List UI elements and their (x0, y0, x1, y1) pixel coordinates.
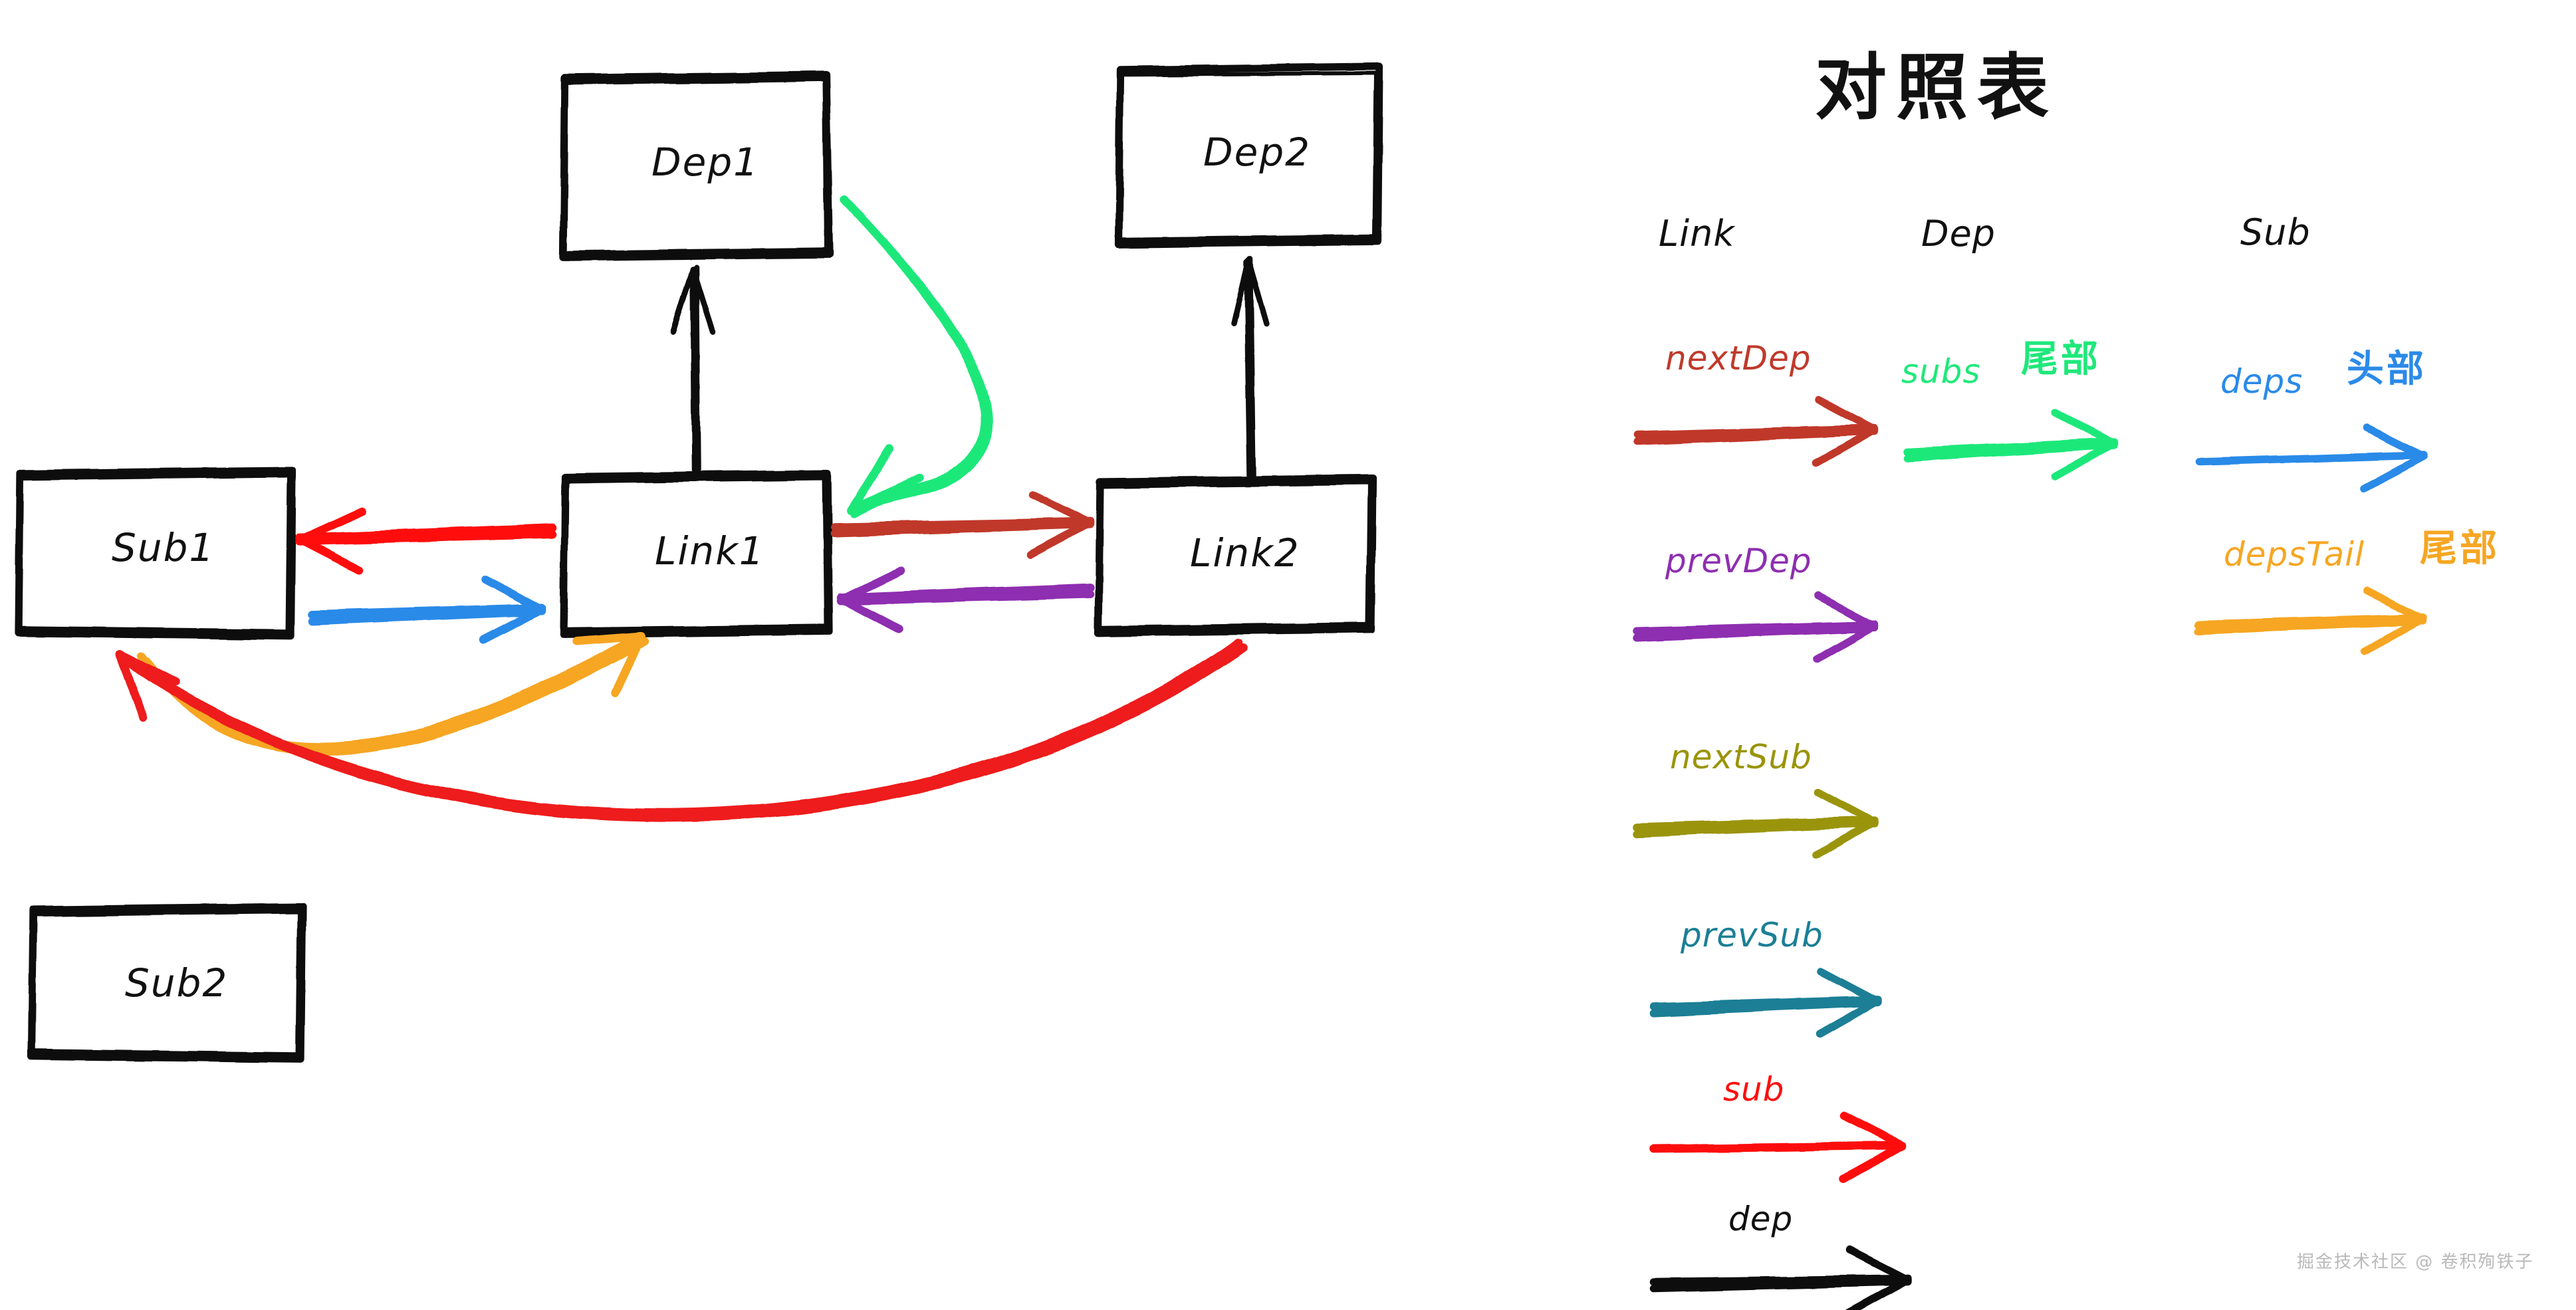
legend-arrow-nextdep (1633, 396, 1879, 467)
node-label-link1: Link1 (655, 528, 765, 574)
legend-note-deps: 头部 (2347, 348, 2426, 391)
legend-header-sub: Sub (2240, 211, 2311, 253)
legend-arrow-prevsub (1649, 967, 1882, 1039)
node-label-dep1: Dep1 (651, 140, 760, 185)
legend-note-depstail: 尾部 (2420, 527, 2500, 570)
legend-arrow-depstail (2193, 587, 2427, 655)
edge-subs-dep1-link1 (840, 195, 993, 518)
legend-label-prevdep: prevDep (1665, 542, 1812, 580)
node-sub2-box (27, 903, 306, 1063)
page-title: 对照表 (1815, 47, 2059, 130)
legend-label-prevsub: prevSub (1681, 916, 1823, 954)
legend-arrow-sub (1649, 1111, 1907, 1183)
edge-nextdep-link1-link2 (830, 491, 1094, 559)
edge-deps-sub1-link1 (308, 575, 546, 644)
legend-header-dep: Dep (1921, 213, 1996, 255)
legend-label-deps: deps (2220, 362, 2303, 401)
legend-label-nextsub: nextSub (1670, 738, 1812, 776)
edge-dep-link2-dep2 (1230, 256, 1270, 478)
legend-arrow-nextsub (1633, 788, 1879, 859)
node-link2-box (1094, 474, 1377, 637)
edge-sub-link2-sub1 (115, 638, 1248, 822)
legend-arrow-dep (1649, 1246, 1912, 1310)
node-sub1-box (14, 466, 296, 640)
edge-sub-link1-sub1 (294, 507, 556, 574)
legend-arrow-subs (1904, 409, 2118, 481)
edge-depstail-sub1-link1 (137, 631, 649, 756)
legend-note-subs: 尾部 (2021, 338, 2101, 381)
watermark: 掘金技术社区 @ 卷积殉铁子 (2297, 1252, 2534, 1272)
node-label-sub2: Sub2 (125, 960, 229, 1006)
legend-label-depstail: depsTail (2224, 535, 2365, 574)
node-dep2-box (1114, 62, 1383, 248)
node-link1-box (559, 469, 834, 638)
legend-arrow-deps (2196, 424, 2427, 492)
edge-prevdep-link2-link1 (836, 567, 1095, 634)
node-label-link2: Link2 (1190, 530, 1300, 576)
legend-label-sub: sub (1723, 1070, 1785, 1109)
edge-dep-link1-dep1 (670, 264, 716, 473)
node-label-sub1: Sub1 (112, 525, 215, 570)
legend-label-dep: dep (1728, 1200, 1794, 1238)
legend-label-nextdep: nextDep (1665, 339, 1812, 378)
node-dep1-box (559, 70, 834, 261)
legend-header-link: Link (1659, 213, 1735, 255)
node-label-dep2: Dep2 (1203, 130, 1312, 175)
legend-label-subs: subs (1901, 352, 1981, 391)
legend-arrow-prevdep (1633, 592, 1879, 663)
